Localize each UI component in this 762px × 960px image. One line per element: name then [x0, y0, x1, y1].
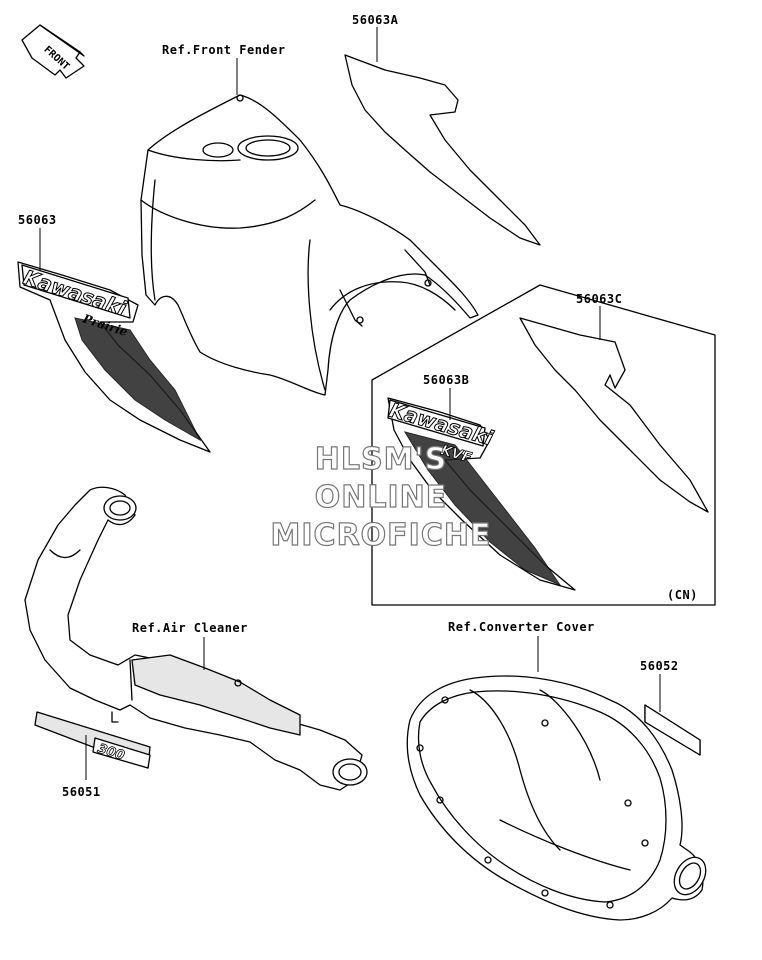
label-56063A: 56063A [352, 13, 399, 27]
label-variant-cn: (CN) [667, 588, 698, 602]
watermark-line-1: HLSM'S [314, 441, 448, 477]
label-56052: 56052 [640, 659, 679, 673]
air-cleaner-part [24, 486, 368, 791]
label-56063B: 56063B [423, 373, 470, 387]
label-56063C: 56063C [576, 292, 623, 306]
label-ref-front-fender: Ref.Front Fender [162, 43, 286, 57]
front-fender-part [140, 94, 479, 396]
decal-56052-part [644, 704, 701, 756]
decal-56063A-part [344, 54, 541, 246]
label-ref-air-cleaner: Ref.Air Cleaner [132, 621, 248, 635]
decal-56063C-part [519, 317, 709, 513]
front-arrow-icon: FRONT [21, 24, 85, 79]
variant-box-frame [371, 284, 716, 606]
watermark-line-3: MICROFICHE [270, 517, 492, 553]
label-56051: 56051 [62, 785, 101, 799]
label-56063: 56063 [18, 213, 57, 227]
watermark-line-2: ONLINE [314, 479, 448, 515]
converter-cover-part [406, 675, 707, 921]
label-ref-converter-cover: Ref.Converter Cover [448, 620, 595, 634]
decal-56051-part: 300 [34, 711, 151, 769]
leader-lines [39, 27, 661, 780]
